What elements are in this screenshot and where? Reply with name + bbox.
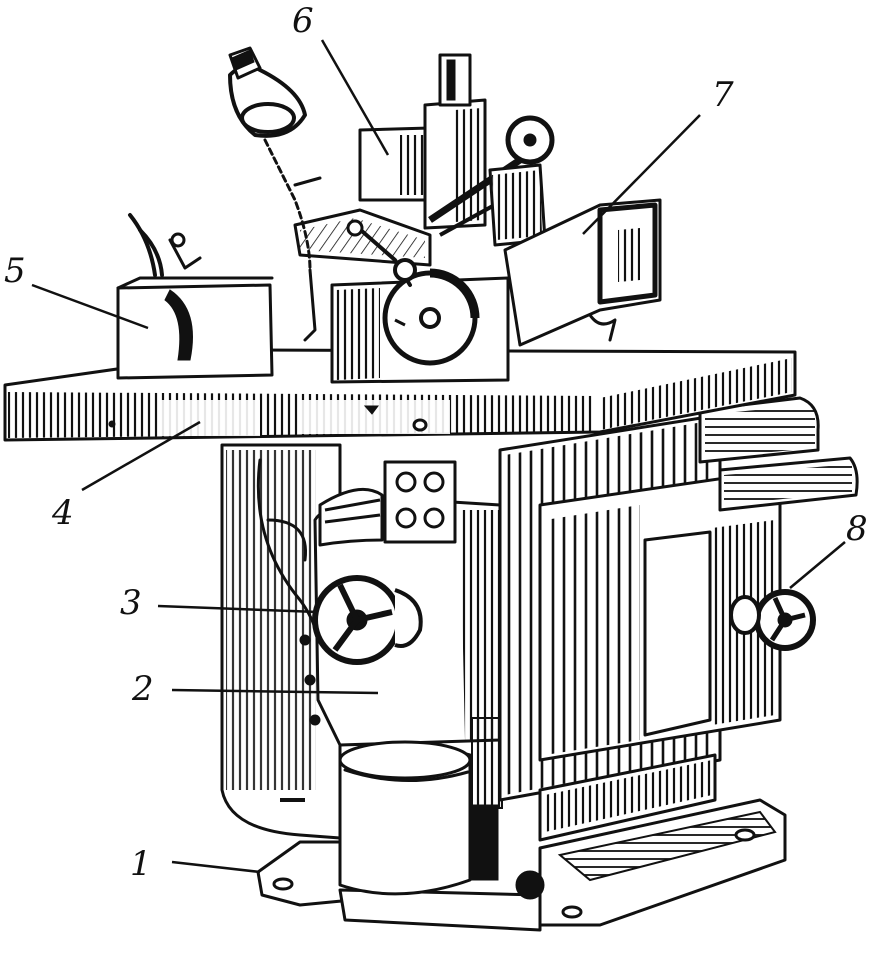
lower-motor	[338, 717, 503, 896]
leader-6	[320, 39, 390, 156]
callout-7: 7	[712, 75, 734, 115]
lamp	[228, 46, 322, 342]
machine-drawing	[3, 46, 859, 932]
right-slide	[498, 396, 859, 842]
callout-5: 5	[4, 251, 26, 291]
callout-4: 4	[51, 493, 74, 533]
callout-labels: 1 2 3 4 5 6 7 8	[4, 1, 868, 884]
callout-6: 6	[292, 1, 314, 41]
leader-4	[81, 420, 201, 492]
leader-2	[171, 688, 379, 695]
callout-2: 2	[131, 669, 154, 709]
callout-8: 8	[846, 509, 868, 549]
leader-lines	[31, 39, 846, 874]
callout-1: 1	[130, 844, 152, 884]
base-plate	[256, 798, 787, 932]
leader-5	[31, 283, 149, 330]
leader-7	[582, 114, 701, 235]
handwheel-left	[312, 575, 423, 665]
leader-3	[157, 604, 319, 614]
leader-8	[789, 541, 846, 589]
leader-1	[171, 860, 261, 874]
fence-block	[116, 213, 274, 380]
handwheel-right	[729, 589, 816, 651]
callout-3: 3	[120, 583, 142, 623]
column-body	[220, 443, 342, 840]
spindle-head	[293, 53, 662, 384]
